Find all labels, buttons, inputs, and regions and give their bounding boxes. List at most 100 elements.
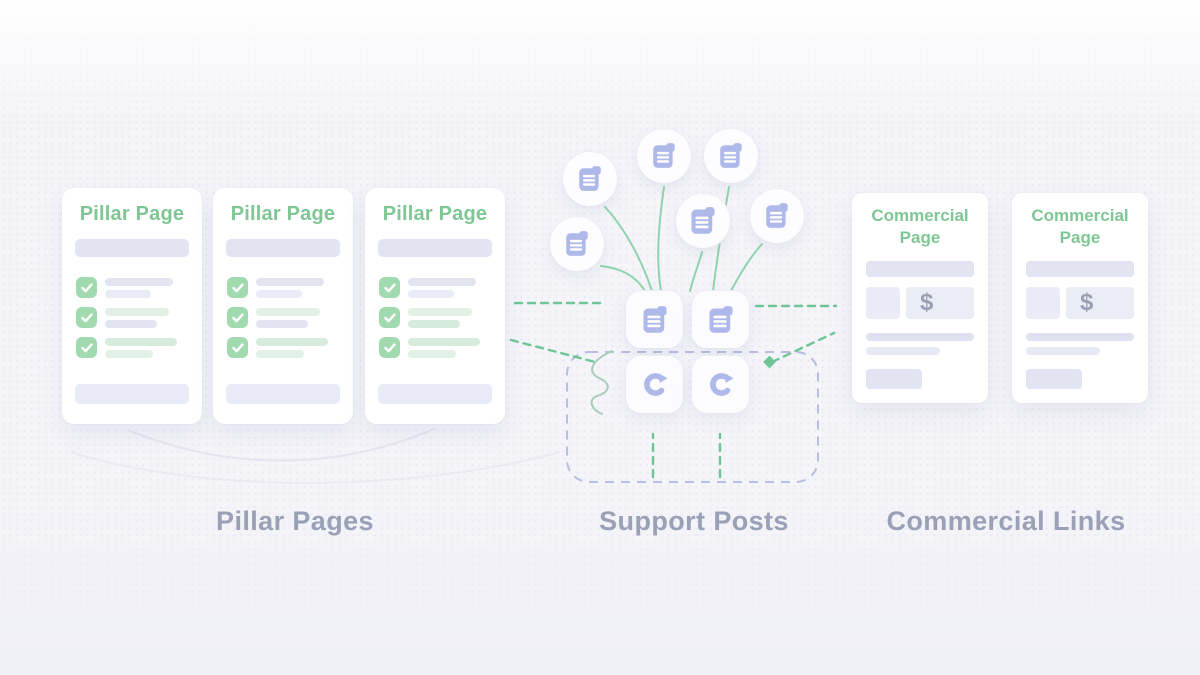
checklist-row bbox=[76, 337, 188, 358]
checkmark-icon bbox=[227, 307, 248, 328]
hub-tile-document bbox=[692, 291, 749, 348]
diamond-marker bbox=[763, 355, 776, 369]
fan-arrow-to-circle-6 bbox=[598, 260, 646, 292]
fan-arrow-to-circle-5 bbox=[730, 241, 764, 292]
checklist bbox=[379, 277, 491, 358]
checklist-row bbox=[379, 337, 491, 358]
checkmark-icon bbox=[76, 307, 97, 328]
commercial-card: Commercial Page $ bbox=[852, 193, 988, 403]
text-line-bar bbox=[408, 290, 454, 298]
checklist-row bbox=[76, 277, 188, 298]
pillar-card: Pillar Page bbox=[365, 188, 505, 424]
checklist-row bbox=[227, 307, 339, 328]
footer-placeholder-bar bbox=[378, 384, 492, 404]
pillar-card-title: Pillar Page bbox=[230, 203, 336, 225]
document-icon bbox=[566, 231, 588, 256]
hub-tile-document bbox=[626, 291, 683, 348]
text-line-bar bbox=[105, 308, 169, 316]
bottom-tint-gradient bbox=[0, 485, 1200, 675]
text-line-bar bbox=[256, 350, 304, 358]
checkmark-icon bbox=[379, 277, 400, 298]
pillar-card: Pillar Page bbox=[213, 188, 353, 424]
text-line-bar bbox=[256, 338, 328, 346]
refresh-icon bbox=[641, 371, 668, 398]
checklist-row bbox=[76, 307, 188, 328]
contour-line bbox=[69, 451, 561, 484]
text-line-bar bbox=[866, 333, 974, 342]
checklist-row bbox=[227, 277, 339, 298]
support-doc-circle bbox=[704, 129, 758, 183]
header-placeholder-bar bbox=[866, 261, 974, 278]
checklist-row bbox=[379, 307, 491, 328]
checkmark-icon bbox=[76, 277, 97, 298]
document-icon bbox=[653, 143, 675, 168]
checklist-row bbox=[227, 337, 339, 358]
checklist bbox=[76, 277, 188, 358]
text-line-bar bbox=[256, 308, 320, 316]
dollar-sign: $ bbox=[920, 289, 934, 317]
dashed-arrow-pillar-to-hub-bottom bbox=[509, 338, 603, 368]
button-placeholder bbox=[1026, 369, 1082, 390]
section-label-commercial-links: Commercial Links bbox=[886, 506, 1126, 536]
footer-placeholder-bar bbox=[226, 384, 340, 404]
text-line-bar bbox=[256, 278, 324, 286]
fan-arrow-to-circle-4 bbox=[689, 249, 706, 292]
fan-arrow-to-circle-1 bbox=[603, 204, 653, 292]
top-fade-gradient bbox=[0, 0, 1200, 120]
text-line-bar bbox=[256, 290, 302, 298]
document-icon bbox=[720, 143, 742, 168]
commercial-card-title: Commercial Page bbox=[871, 206, 969, 248]
commercial-card-title: Commercial Page bbox=[1031, 206, 1129, 248]
dashed-arrow-hub-to-commercial-diagonal bbox=[770, 331, 837, 364]
text-line-bar bbox=[105, 338, 177, 346]
text-line-bar bbox=[408, 278, 476, 286]
document-icon bbox=[691, 207, 715, 234]
contour-line bbox=[127, 427, 437, 462]
checkmark-icon bbox=[76, 337, 97, 358]
hub-tile-refresh bbox=[692, 356, 749, 413]
pillar-card: Pillar Page bbox=[62, 188, 202, 424]
text-line-bar bbox=[105, 350, 153, 358]
price-row: $ bbox=[866, 287, 974, 320]
document-icon bbox=[766, 203, 788, 228]
checkmark-icon bbox=[227, 277, 248, 298]
document-icon bbox=[708, 305, 733, 333]
checklist bbox=[227, 277, 339, 358]
text-line-bar bbox=[1026, 347, 1100, 356]
support-doc-circle bbox=[550, 217, 604, 271]
header-placeholder-bar bbox=[1026, 261, 1134, 278]
thumbnail-placeholder bbox=[1026, 287, 1060, 320]
checkmark-icon bbox=[379, 307, 400, 328]
text-line-bar bbox=[408, 308, 472, 316]
checklist-row bbox=[379, 277, 491, 298]
pillar-card-title: Pillar Page bbox=[382, 203, 488, 225]
header-placeholder-bar bbox=[378, 239, 492, 257]
text-line-bar bbox=[408, 338, 480, 346]
checkmark-icon bbox=[227, 337, 248, 358]
price-block: $ bbox=[1066, 287, 1134, 320]
footer-placeholder-bar bbox=[75, 384, 189, 404]
fan-arrow-to-circle-2 bbox=[655, 184, 670, 292]
thumbnail-placeholder bbox=[866, 287, 900, 320]
dollar-sign: $ bbox=[1080, 289, 1094, 317]
text-line-bar bbox=[408, 320, 460, 328]
support-doc-circle bbox=[750, 189, 804, 243]
text-line-bar bbox=[105, 290, 151, 298]
text-line-bar bbox=[866, 347, 940, 356]
price-row: $ bbox=[1026, 287, 1134, 320]
text-line-bar bbox=[1026, 333, 1134, 342]
text-line-bar bbox=[105, 278, 173, 286]
section-label-support-posts: Support Posts bbox=[599, 506, 789, 536]
checkmark-icon bbox=[379, 337, 400, 358]
support-doc-circle bbox=[563, 152, 617, 206]
refresh-icon bbox=[707, 371, 734, 398]
support-doc-circle bbox=[637, 129, 691, 183]
price-block: $ bbox=[906, 287, 974, 320]
pillar-card-title: Pillar Page bbox=[79, 203, 185, 225]
support-doc-circle bbox=[676, 194, 730, 248]
hub-tile-refresh bbox=[626, 356, 683, 413]
header-placeholder-bar bbox=[226, 239, 340, 257]
header-placeholder-bar bbox=[75, 239, 189, 257]
text-line-bar bbox=[256, 320, 308, 328]
